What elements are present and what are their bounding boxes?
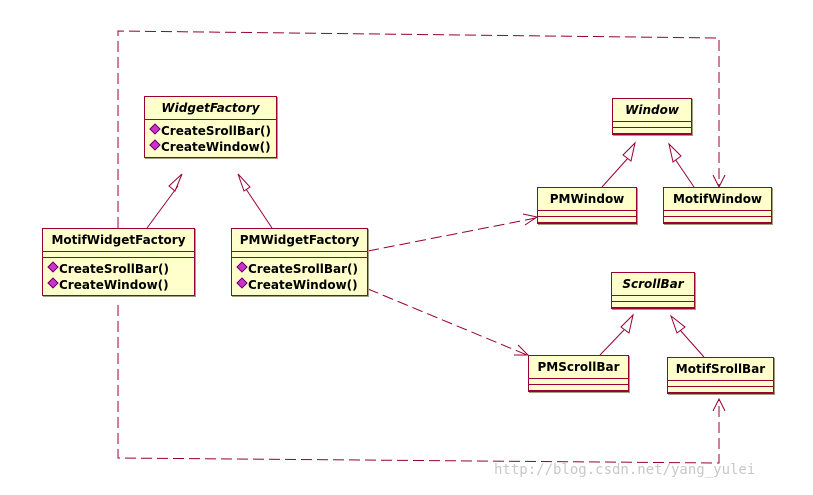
class-motifwindow[interactable]: MotifWindow [663,187,772,224]
dependency-pmwidgetfactory-pmwindow [367,217,537,252]
generalization-motifscrollbar-scrollbar [679,329,705,358]
operation[interactable]: CreateSrollBar() [236,261,367,277]
class-name: PMScrollBar [529,356,628,379]
operation-label: CreateSrollBar() [161,124,271,138]
operations-compartment [612,302,694,308]
class-scrollbar[interactable]: ScrollBar [611,272,695,309]
operation-label: CreateWindow() [248,278,358,292]
operations-compartment [529,385,628,391]
operation-marker-icon [149,123,161,135]
inheritance-arrowhead [168,173,183,192]
class-name: Window [613,99,691,122]
class-name: WidgetFactory [145,97,276,120]
operation-label: CreateWindow() [161,140,271,154]
operations-compartment: CreateSrollBar() CreateWindow() [43,258,194,295]
class-motifwidgetfactory[interactable]: MotifWidgetFactory CreateSrollBar() Crea… [42,228,195,296]
generalization-pmwindow-window [601,157,629,188]
attributes-compartment [613,122,691,128]
operation[interactable]: CreateSrollBar() [149,123,276,139]
attributes-compartment [612,296,694,302]
operation[interactable]: CreateWindow() [149,139,276,155]
attributes-compartment [664,211,771,217]
operation-label: CreateSrollBar() [248,262,358,276]
inheritance-arrowhead [620,313,634,334]
operations-compartment [538,217,636,223]
operation[interactable]: CreateWindow() [47,277,194,293]
class-widgetfactory[interactable]: WidgetFactory CreateSrollBar() CreateWin… [144,96,277,158]
generalization-motifwidgetfactory-widgetfactory [146,185,179,229]
inheritance-arrowhead [622,141,636,162]
inheritance-arrowhead [237,173,251,192]
operations-compartment [668,387,773,393]
attributes-compartment [232,252,367,258]
operation-label: CreateWindow() [59,278,169,292]
operations-compartment: CreateSrollBar() CreateWindow() [145,120,276,157]
operation-marker-icon [47,261,59,273]
operations-compartment [664,217,771,223]
operation-label: CreateSrollBar() [59,262,169,276]
class-name: MotifSrollBar [668,358,773,381]
class-name: PMWindow [538,188,636,211]
attributes-compartment [538,211,636,217]
operation[interactable]: CreateSrollBar() [47,261,194,277]
class-name: ScrollBar [612,273,694,296]
attributes-compartment [668,381,773,387]
dependency-motifwidgetfactory-motifscrollbar [117,305,720,464]
class-pmscrollbar[interactable]: PMScrollBar [528,355,629,392]
dependency-motifwidgetfactory-motifwindow [117,30,720,228]
class-motifscrollbar[interactable]: MotifSrollBar [667,357,774,394]
watermark: http://blog.csdn.net/yang_yulei [494,462,756,478]
inheritance-arrowhead [669,314,686,334]
class-pmwidgetfactory[interactable]: PMWidgetFactory CreateSrollBar() CreateW… [231,228,368,296]
class-window[interactable]: Window [612,98,692,135]
generalization-pmwidgetfactory-widgetfactory [243,185,273,229]
class-name: PMWidgetFactory [232,229,367,252]
operation-marker-icon [236,261,248,273]
operation[interactable]: CreateWindow() [236,277,367,293]
attributes-compartment [43,252,194,258]
generalization-pmscrollbar-scrollbar [599,329,625,356]
operations-compartment: CreateSrollBar() CreateWindow() [232,258,367,295]
operation-marker-icon [149,139,161,151]
attributes-compartment [529,379,628,385]
operation-marker-icon [236,277,248,289]
dependency-arrowhead [712,397,726,412]
class-name: MotifWindow [664,188,771,211]
class-pmwindow[interactable]: PMWindow [537,187,637,224]
class-name: MotifWidgetFactory [43,229,194,252]
operations-compartment [613,128,691,134]
operation-marker-icon [47,277,59,289]
dependency-pmwidgetfactory-pmscrollbar [367,288,528,356]
generalization-motifwindow-window [674,158,695,188]
inheritance-arrowhead [668,142,682,163]
